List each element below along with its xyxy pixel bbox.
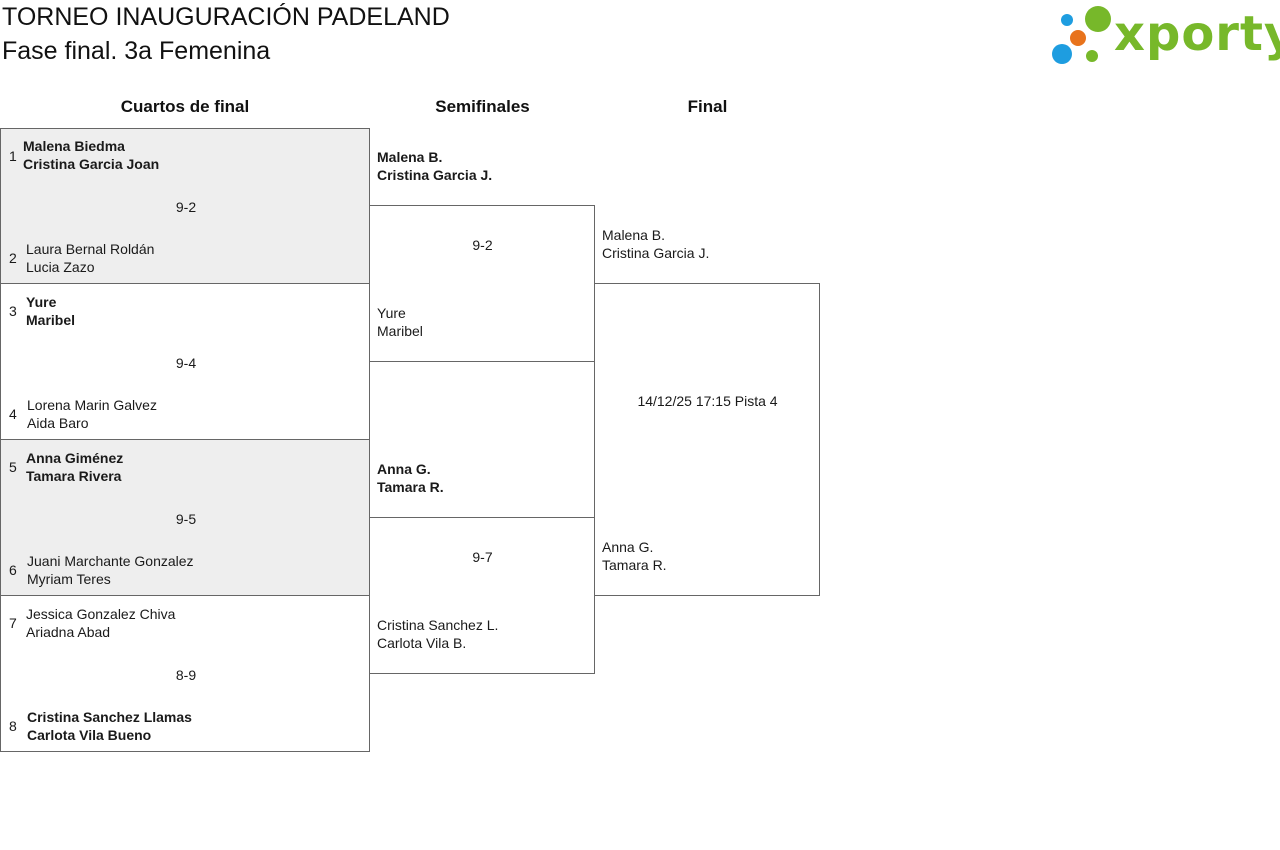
round-header-final: Final (687, 97, 728, 116)
logo-dot-green-large (1085, 6, 1111, 32)
quarterfinal-match-2: 3 Yure Maribel 9-4 4 Lorena Marin Galvez… (0, 283, 370, 440)
seed-number: 4 (9, 406, 17, 422)
tournament-title: TORNEO INAUGURACIÓN PADELAND (2, 3, 450, 31)
semifinal-2-team-2-player-1: Cristina Sanchez L. (377, 617, 499, 633)
seed-number: 2 (9, 250, 17, 266)
match-score: 9-4 (175, 355, 197, 371)
seed-number: 7 (9, 615, 17, 631)
logo-dot-blue-small (1061, 14, 1073, 26)
semifinal-2-team-1-player-1: Anna G. (377, 461, 431, 477)
team-2-player-1: Cristina Sanchez Llamas (27, 709, 192, 725)
team-1-player-2: Maribel (26, 312, 76, 328)
tournament-subtitle: Fase final. 3a Femenina (2, 37, 271, 65)
semifinal-2-team-2-player-2: Carlota Vila B. (377, 635, 467, 651)
final-schedule: 14/12/25 17:15 Pista 4 (637, 393, 778, 409)
team-1-player-1: Malena Biedma (23, 138, 125, 154)
final-team-1-player-1: Malena B. (602, 227, 666, 243)
seed-number: 3 (9, 303, 17, 319)
team-1-player-1: Jessica Gonzalez Chiva (26, 606, 176, 622)
team-1-player-2: Tamara Rivera (26, 468, 122, 484)
seed-number: 1 (9, 148, 17, 164)
round-header-semifinals: Semifinales (435, 97, 530, 116)
logo-dot-orange (1070, 30, 1086, 46)
semifinal-1-score: 9-2 (472, 237, 493, 253)
team-1-player-2: Ariadna Abad (26, 624, 111, 640)
semifinal-1-team-2-player-1: Yure (377, 305, 406, 321)
final-team-1-player-2: Cristina Garcia J. (602, 245, 710, 261)
logo-dot-blue-large (1052, 44, 1072, 64)
team-2-player-1: Lorena Marin Galvez (27, 397, 157, 413)
quarterfinal-match-1: 1 Malena Biedma Cristina Garcia Joan 9-2… (0, 128, 370, 284)
team-1-player-1: Yure (26, 294, 57, 310)
match-score: 8-9 (175, 667, 197, 683)
xporty-logo: xporty (1050, 2, 1280, 68)
team-2-player-1: Juani Marchante Gonzalez (27, 553, 194, 569)
seed-number: 6 (9, 562, 17, 578)
final-match-bracket (594, 283, 820, 596)
final-team-2-player-2: Tamara R. (602, 557, 667, 573)
round-header-quarterfinals: Cuartos de final (120, 97, 250, 116)
team-2-player-1: Laura Bernal Roldán (26, 241, 155, 257)
logo-dot-green-small (1086, 50, 1098, 62)
team-1-player-2: Cristina Garcia Joan (23, 156, 160, 172)
match-score: 9-5 (175, 511, 197, 527)
team-2-player-2: Myriam Teres (27, 571, 111, 587)
semifinal-1-team-1-player-1: Malena B. (377, 149, 443, 165)
semifinal-2-team-1-player-2: Tamara R. (377, 479, 444, 495)
quarterfinal-match-3: 5 Anna Giménez Tamara Rivera 9-5 6 Juani… (0, 439, 370, 596)
final-team-2-player-1: Anna G. (602, 539, 654, 555)
logo-wordmark: xporty (1114, 6, 1280, 62)
seed-number: 8 (9, 718, 17, 734)
semifinal-1-team-1-player-2: Cristina Garcia J. (377, 167, 493, 183)
team-2-player-2: Lucia Zazo (26, 259, 95, 275)
team-2-player-2: Aida Baro (27, 415, 89, 431)
team-1-player-1: Anna Giménez (26, 450, 124, 466)
semifinal-1-team-2-player-2: Maribel (377, 323, 423, 339)
match-score: 9-2 (175, 199, 197, 215)
quarterfinal-match-4: 7 Jessica Gonzalez Chiva Ariadna Abad 8-… (0, 595, 370, 752)
seed-number: 5 (9, 459, 17, 475)
team-2-player-2: Carlota Vila Bueno (27, 727, 152, 743)
semifinal-2-score: 9-7 (472, 549, 493, 565)
